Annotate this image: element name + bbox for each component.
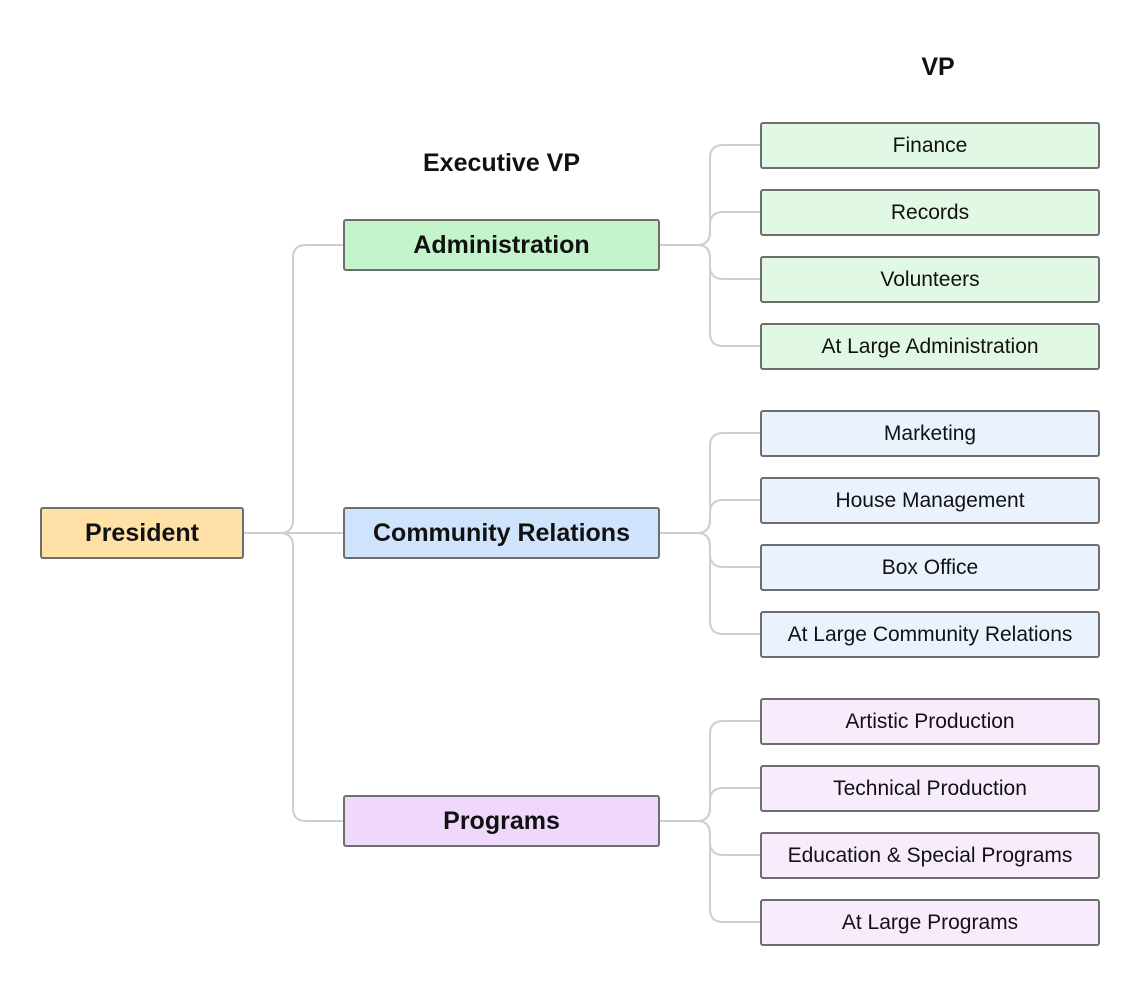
node-president: President [40, 507, 244, 559]
node-at-large-community-relations: At Large Community Relations [760, 611, 1100, 658]
node-community-relations: Community Relations [343, 507, 660, 559]
node-box-office: Box Office [760, 544, 1100, 591]
connector-president-programs [244, 532, 343, 822]
node-at-large-administration: At Large Administration [760, 323, 1100, 370]
connector-programs-technical [660, 787, 760, 822]
connector-admin-records [660, 211, 760, 246]
node-programs: Programs [343, 795, 660, 847]
node-records: Records [760, 189, 1100, 236]
node-volunteers: Volunteers [760, 256, 1100, 303]
connector-president-administration [244, 244, 343, 534]
node-artistic-production: Artistic Production [760, 698, 1100, 745]
connector-community-house [660, 499, 760, 534]
heading-executive-vp: Executive VP [422, 149, 581, 177]
node-finance: Finance [760, 122, 1100, 169]
heading-vp: VP [921, 53, 955, 81]
node-education-special-programs: Education & Special Programs [760, 832, 1100, 879]
connector-admin-atlarge [660, 244, 760, 347]
node-at-large-programs: At Large Programs [760, 899, 1100, 946]
node-house-management: House Management [760, 477, 1100, 524]
connector-programs-atlarge [660, 820, 760, 923]
node-marketing: Marketing [760, 410, 1100, 457]
connector-community-atlarge [660, 532, 760, 635]
node-administration: Administration [343, 219, 660, 271]
node-technical-production: Technical Production [760, 765, 1100, 812]
